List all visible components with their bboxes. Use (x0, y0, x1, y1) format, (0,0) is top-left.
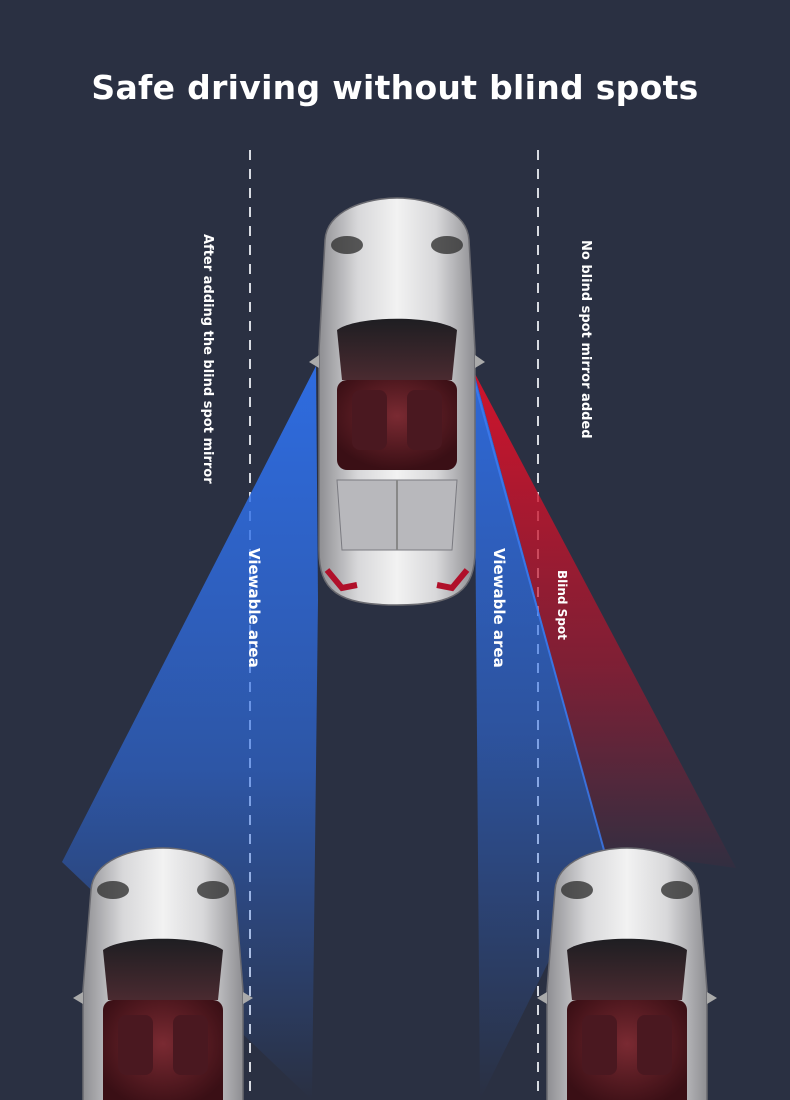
rear-left-car (73, 847, 253, 1100)
after-mirror-label: After adding the blind spot mirror (200, 234, 215, 484)
viewable-area-right-cone (474, 372, 604, 1100)
viewable-edge-line (473, 379, 605, 851)
viewable-area-left-label: Viewable area (245, 548, 263, 668)
page-title: Safe driving without blind spots (91, 68, 699, 107)
center-car (309, 197, 485, 606)
no-mirror-label: No blind spot mirror added (578, 240, 593, 439)
blind-spot-label: Blind Spot (555, 570, 569, 640)
viewable-area-right-label: Viewable area (490, 548, 508, 668)
rear-right-car (537, 847, 717, 1100)
blind-spot-cone (474, 372, 736, 868)
